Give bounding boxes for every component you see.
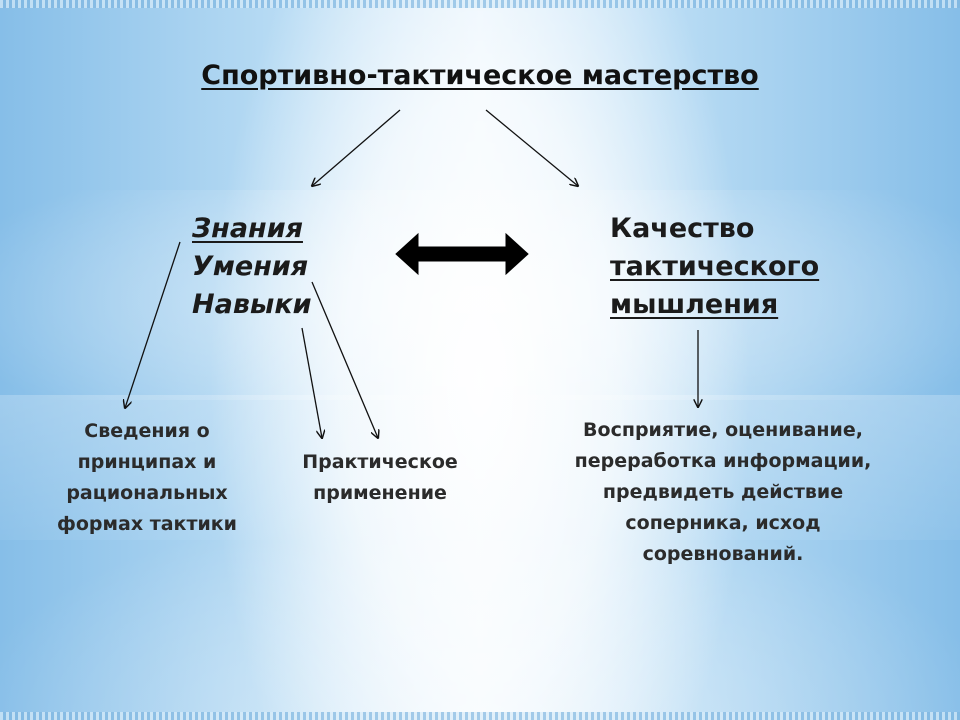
- right-concept-group: Качество тактического мышления: [610, 210, 819, 324]
- theory-line-4: формах тактики: [57, 513, 237, 535]
- theory-block: Сведения о принципах и рациональных форм…: [40, 416, 254, 540]
- right-concept-line-3: мышления: [610, 289, 779, 320]
- arrow-skills-to-practice-1: [301, 327, 322, 438]
- arrow-title-to-right-concept: [485, 109, 578, 186]
- left-concept-group: Знания Умения Навыки: [192, 210, 312, 324]
- theory-line-1: Сведения о: [84, 420, 210, 442]
- practice-line-1: Практическое: [302, 451, 458, 473]
- concept-knowledge: Знания: [192, 213, 303, 244]
- practice-line-2: применение: [313, 482, 447, 504]
- thinking-line-5: соревнований.: [642, 543, 804, 565]
- page-title: Спортивно-тактическое мастерство: [201, 60, 759, 91]
- thinking-line-1: Восприятие, оценивание,: [583, 419, 863, 441]
- arrow-title-to-left-concept: [312, 109, 401, 186]
- thinking-block: Восприятие, оценивание, переработка инфо…: [540, 415, 906, 570]
- double-arrow-icon: [395, 232, 529, 276]
- right-concept-line-1: Качество: [610, 213, 755, 244]
- theory-line-3: рациональных: [66, 482, 228, 504]
- arrow-knowledge-to-theory: [125, 241, 181, 408]
- practice-block: Практическое применение: [282, 447, 478, 509]
- concept-abilities: Умения: [192, 251, 309, 282]
- theory-line-2: принципах и: [77, 451, 217, 473]
- concept-skills: Навыки: [192, 289, 312, 320]
- right-concept-line-2: тактического: [610, 251, 820, 282]
- thinking-line-2: переработка информации,: [574, 450, 872, 472]
- thinking-line-4: соперника, исход: [625, 512, 821, 534]
- thinking-line-3: предвидеть действие: [602, 481, 844, 503]
- arrow-skills-to-practice-2: [311, 281, 378, 438]
